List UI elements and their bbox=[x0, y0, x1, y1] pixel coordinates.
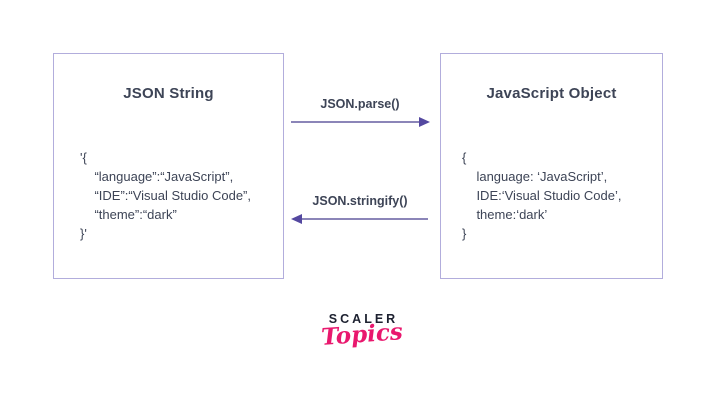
code-line: }' bbox=[80, 226, 87, 241]
javascript-object-code: { language: ‘JavaScript’, IDE:‘Visual St… bbox=[441, 148, 662, 243]
javascript-object-box: JavaScript Object { language: ‘JavaScrip… bbox=[440, 53, 663, 279]
code-line: “theme”:“dark” bbox=[80, 207, 177, 222]
code-line: { bbox=[462, 150, 467, 165]
json-string-title: JSON String bbox=[123, 85, 214, 102]
code-line: IDE:‘Visual Studio Code’, bbox=[462, 188, 622, 203]
code-line: language: ‘JavaScript’, bbox=[462, 169, 608, 184]
right-arrowhead-icon bbox=[419, 116, 430, 127]
parse-arrow-label: JSON.parse() bbox=[320, 97, 400, 111]
logo-scaler-text: SCALER bbox=[328, 312, 399, 326]
code-line: “IDE”:“Visual Studio Code”, bbox=[80, 188, 251, 203]
code-line: “language”:“JavaScript”, bbox=[80, 169, 234, 184]
code-line: '{ bbox=[80, 150, 87, 165]
logo-topics-text: Topics bbox=[320, 317, 404, 351]
javascript-object-title: JavaScript Object bbox=[486, 85, 617, 102]
code-line: theme:‘dark’ bbox=[462, 207, 548, 222]
parse-arrow-line bbox=[291, 121, 419, 123]
json-string-box: JSON String '{ “language”:“JavaScript”, … bbox=[53, 53, 284, 279]
scaler-topics-logo: SCALER Topics bbox=[312, 312, 412, 351]
stringify-arrow-label: JSON.stringify() bbox=[312, 194, 408, 208]
left-arrowhead-icon bbox=[291, 213, 302, 224]
code-line: } bbox=[462, 226, 467, 241]
stringify-arrow-line bbox=[302, 218, 428, 220]
json-string-code: '{ “language”:“JavaScript”, “IDE”:“Visua… bbox=[54, 148, 283, 243]
